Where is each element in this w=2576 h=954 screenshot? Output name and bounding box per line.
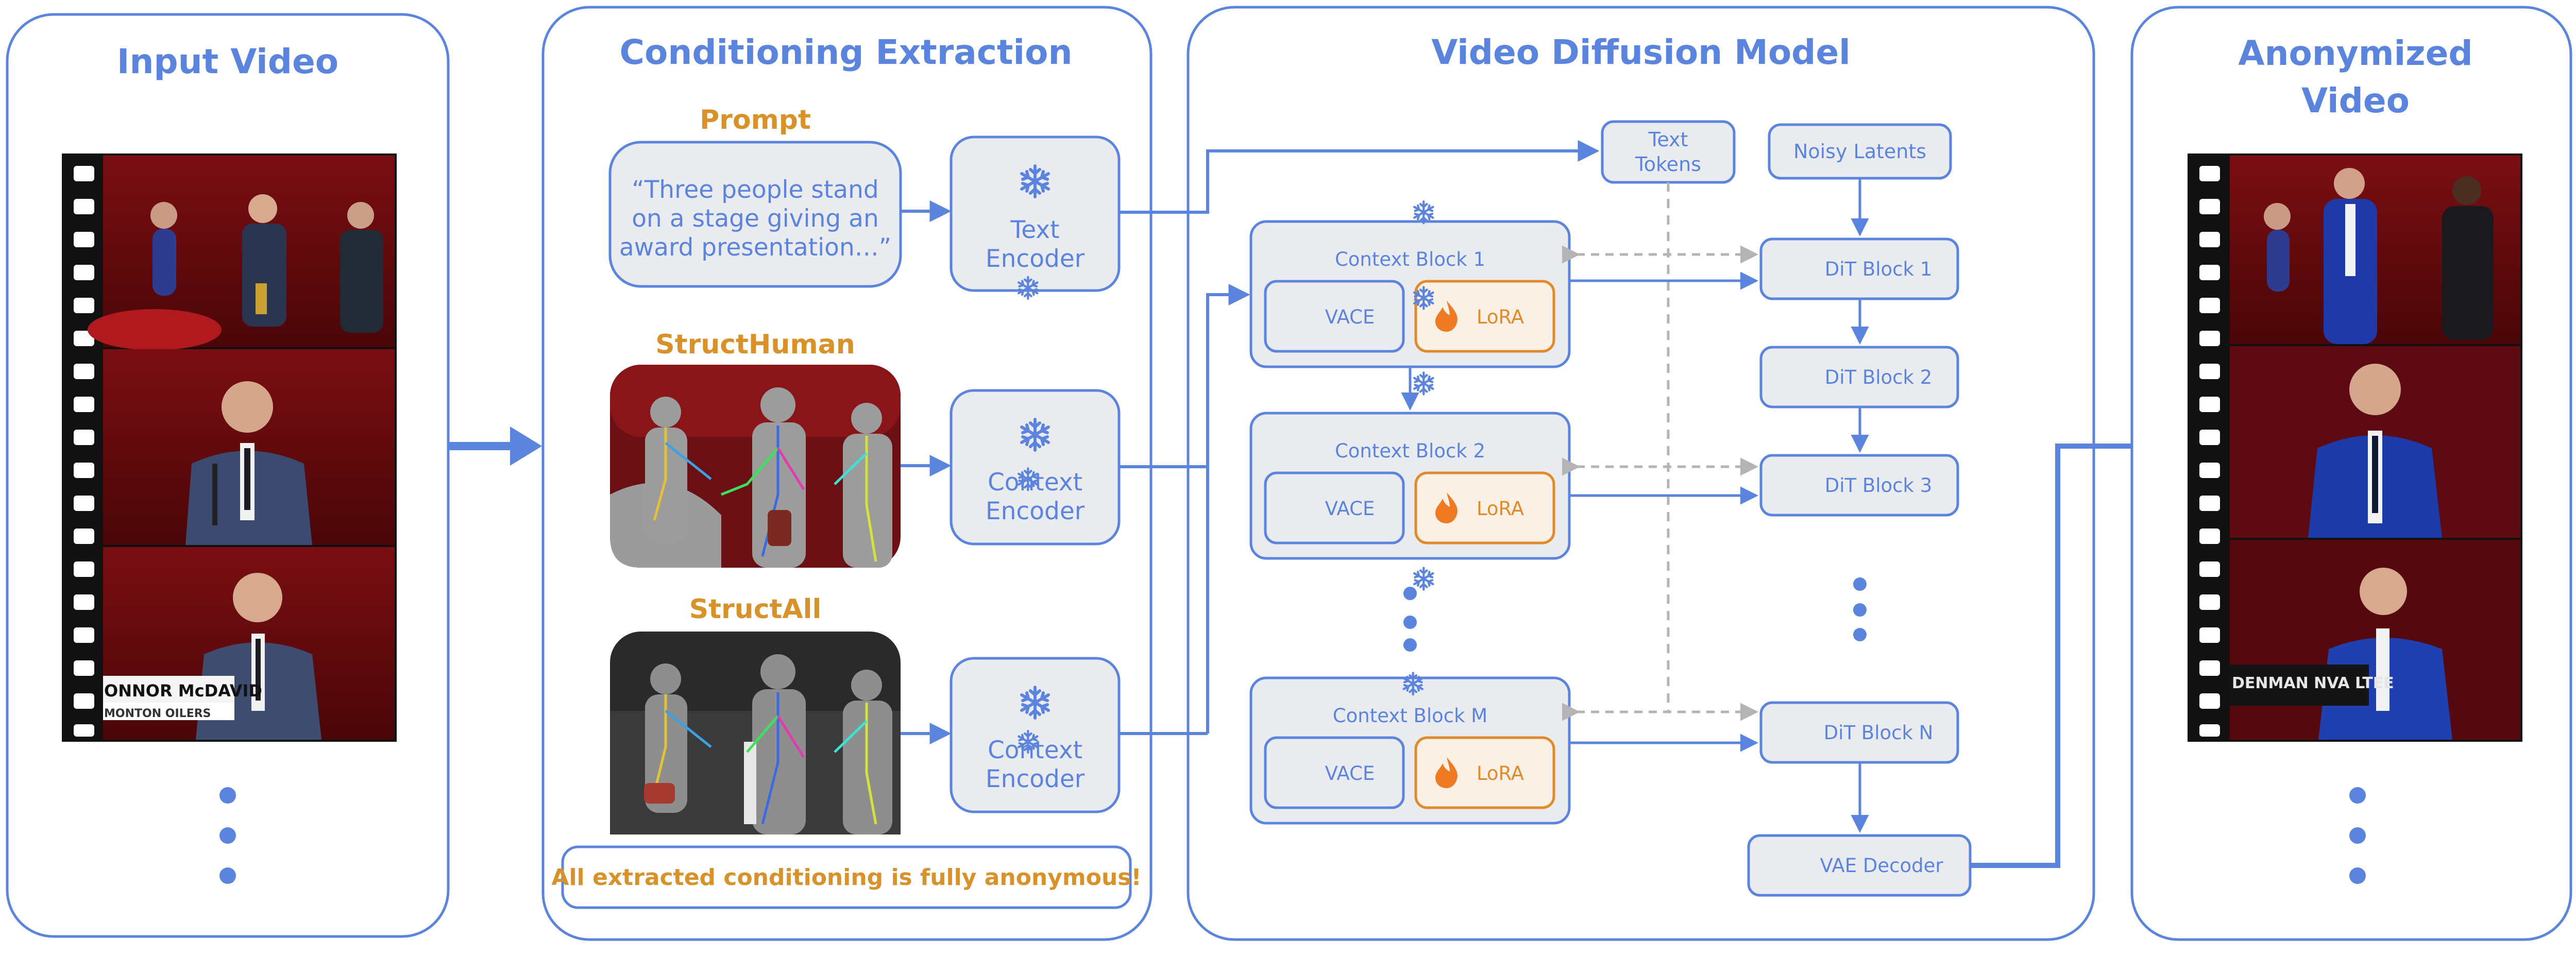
context-block-ellipsis (1403, 587, 1417, 652)
context-encoder-box-1: Context Encoder (950, 389, 1121, 546)
diffusion-panel: Video Diffusion Model Text Tokens Noisy … (1019, 6, 2095, 941)
noisy-latents-box: Noisy Latents (1768, 123, 1952, 180)
prompt-line-2: on a stage giving an (632, 205, 879, 233)
output-overlay-text: DENMAN NVA LTEE (2232, 674, 2394, 692)
output-title-line-1: Anonymized (2238, 33, 2472, 73)
structhuman-image (610, 365, 901, 568)
text-encoder-box: Text Encoder (950, 135, 1121, 292)
output-more-frames (2349, 787, 2366, 884)
input-video-panel: Input Video (6, 13, 450, 938)
structhuman-label: StructHuman (655, 329, 855, 360)
structall-image (610, 632, 901, 834)
prompt-box: “Three people stand on a stage giving an… (608, 141, 902, 288)
input-frame-2 (103, 349, 395, 545)
dit-block-1-label: DiT Block 1 (1825, 258, 1933, 280)
text-encoder-line-2: Encoder (986, 245, 1085, 273)
input-frame-1 (88, 156, 395, 350)
text-encoder-line-1: Text (1010, 216, 1059, 244)
diffusion-title: Video Diffusion Model (1431, 32, 1851, 72)
encoder-connectors (1119, 140, 1600, 735)
prompt-label: Prompt (700, 105, 811, 135)
dit-block-2: DiT Block 2 (1414, 287, 1959, 408)
text-token-cross-arrows (1562, 245, 1758, 721)
anonymity-footer: All extracted conditioning is fully anon… (551, 845, 1142, 909)
arrow-input-to-conditioning (448, 427, 542, 466)
output-frame-2 (2230, 346, 2520, 538)
output-video-panel: Anonymized Video (2130, 6, 2572, 941)
output-frame-1 (2230, 156, 2520, 344)
context-block-m-vace: VACE (1325, 762, 1375, 785)
context-encoder-1-line-2: Encoder (986, 497, 1085, 525)
snowflake-icon (1414, 201, 1433, 223)
context-block-2-lora: LoRA (1477, 498, 1524, 520)
dit-block-ellipsis (1853, 577, 1867, 641)
dit-block-3-label: DiT Block 3 (1825, 474, 1933, 497)
dit-block-3: DiT Block 3 (1414, 372, 1959, 517)
dit-block-n-label: DiT Block N (1824, 722, 1934, 744)
snowflake-icon (1414, 568, 1433, 590)
snowflake-icon (1414, 372, 1433, 394)
context-block-2: Context Block 2 VACE LoRA (1019, 412, 1571, 560)
vae-decoder-box: VAE Decoder (1404, 673, 1972, 897)
input-frame-3: ONNOR McDAVID MONTON OILERS (103, 547, 395, 740)
context-block-1-lora: LoRA (1477, 306, 1524, 328)
text-tokens-line-2: Tokens (1635, 153, 1701, 176)
structall-label: StructAll (689, 594, 822, 625)
context-encoder-box-2: Context Encoder (950, 657, 1121, 813)
noisy-latents-label: Noisy Latents (1793, 140, 1926, 163)
context-block-m: Context Block M VACE LoRA (1019, 676, 1571, 825)
text-tokens-line-1: Text (1648, 128, 1688, 151)
dit-block-n: DiT Block N (1414, 568, 1959, 764)
output-film-strip: DENMAN NVA LTEE (2188, 154, 2522, 742)
context-to-dit-arrows (1569, 271, 1758, 752)
input-more-frames (219, 787, 236, 884)
context-block-2-label: Context Block 2 (1335, 440, 1485, 462)
anonymity-footer-text: All extracted conditioning is fully anon… (551, 864, 1141, 891)
input-film-strip: ONNOR McDAVID MONTON OILERS (62, 154, 397, 742)
dit-block-2-label: DiT Block 2 (1825, 366, 1933, 388)
text-tokens-box: Text Tokens (1601, 120, 1736, 184)
context-block-1: Context Block 1 VACE LoRA (1019, 220, 1571, 368)
conditioning-title: Conditioning Extraction (620, 32, 1073, 72)
context-block-2-vace: VACE (1325, 498, 1375, 520)
conditioning-panel: Conditioning Extraction Prompt “Three pe… (541, 6, 1153, 941)
context-encoder-2-line-2: Encoder (986, 765, 1085, 793)
context-block-1-vace: VACE (1325, 306, 1375, 328)
context-block-m-lora: LoRA (1477, 762, 1524, 785)
prompt-line-1: “Three people stand (632, 176, 879, 204)
vae-decoder-label: VAE Decoder (1820, 855, 1943, 877)
context-block-m-label: Context Block M (1333, 705, 1487, 727)
context-block-1-label: Context Block 1 (1335, 248, 1485, 270)
output-frame-3: DENMAN NVA LTEE (2230, 540, 2520, 740)
input-video-title: Input Video (117, 42, 338, 81)
input-overlay-team: MONTON OILERS (104, 707, 211, 720)
input-overlay-name: ONNOR McDAVID (104, 681, 262, 701)
prompt-line-3: award presentation…” (619, 233, 891, 262)
output-title-line-2: Video (2301, 81, 2410, 121)
